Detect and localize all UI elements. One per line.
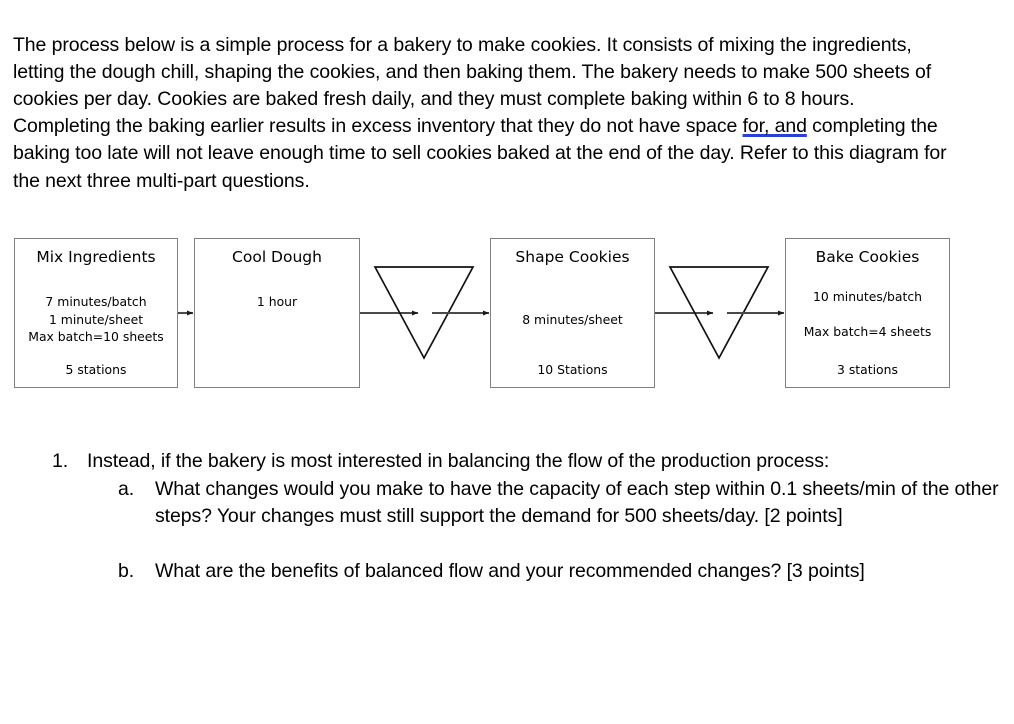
question-marker: a. (118, 477, 135, 500)
intro-text-part-2: completing the baking too late will not … (13, 115, 947, 192)
question-list: 1. Instead, if the bakery is most intere… (0, 448, 1014, 585)
grammar-suggestion-text[interactable]: for, and (742, 115, 807, 138)
intro-text-part-1: The process below is a simple process fo… (13, 33, 932, 138)
diagram-connectors-layer (178, 266, 785, 360)
question-text: Instead, if the bakery is most intereste… (87, 450, 830, 472)
question-text: What are the benefits of balanced flow a… (155, 559, 865, 582)
step-stations-bake-cookies: 3 stations (837, 362, 898, 377)
step-detail-line: 8 minutes/sheet (522, 312, 623, 327)
process-step-bake-cookies[interactable]: Bake Cookies 10 minutes/batch Max batch=… (785, 238, 950, 388)
question-marker: 1. (52, 450, 69, 472)
step-detail-line: Max batch=4 sheets (803, 324, 932, 339)
intro-paragraph: The process below is a simple process fo… (13, 32, 953, 195)
step-stations-mix-ingredients: 5 stations (65, 362, 127, 377)
question-spacer (0, 531, 1014, 558)
step-title-bake-cookies: Bake Cookies (815, 248, 920, 266)
step-details-bake-cookies: 10 minutes/batch Max batch=4 sheets (786, 288, 949, 341)
process-step-shape-cookies[interactable]: Shape Cookies 8 minutes/sheet 10 Station… (490, 238, 655, 388)
step-details-cool-dough: 1 hour (195, 293, 359, 311)
step-stations-shape-cookies: 10 Stations (537, 362, 608, 377)
question-item-1b: b. What are the benefits of balanced flo… (0, 558, 1014, 586)
step-title-shape-cookies: Shape Cookies (515, 248, 630, 266)
step-title-mix-ingredients: Mix Ingredients (36, 248, 156, 266)
step-title-cool-dough: Cool Dough (232, 248, 322, 266)
question-item-1a: a. What changes would you make to have t… (0, 476, 1014, 531)
step-detail-line: Max batch=10 sheets (28, 329, 164, 344)
step-detail-line: 10 minutes/batch (812, 289, 923, 304)
step-details-shape-cookies: 8 minutes/sheet (491, 311, 654, 329)
step-detail-line: 1 minute/sheet (48, 311, 144, 327)
step-detail-line: 7 minutes/batch (45, 294, 147, 309)
question-text: What changes would you make to have the … (155, 477, 999, 528)
question-marker: b. (118, 559, 135, 582)
step-detail-line: 1 hour (256, 294, 298, 309)
process-step-cool-dough[interactable]: Cool Dough 1 hour (194, 238, 360, 388)
question-item-1: 1. Instead, if the bakery is most intere… (0, 448, 1014, 476)
step-detail-line (786, 306, 949, 324)
process-step-mix-ingredients[interactable]: Mix Ingredients 7 minutes/batch 1 minute… (14, 238, 178, 388)
process-flow-diagram: Mix Ingredients 7 minutes/batch 1 minute… (0, 234, 1014, 394)
step-details-mix-ingredients: 7 minutes/batch 1 minute/sheet Max batch… (15, 293, 177, 346)
